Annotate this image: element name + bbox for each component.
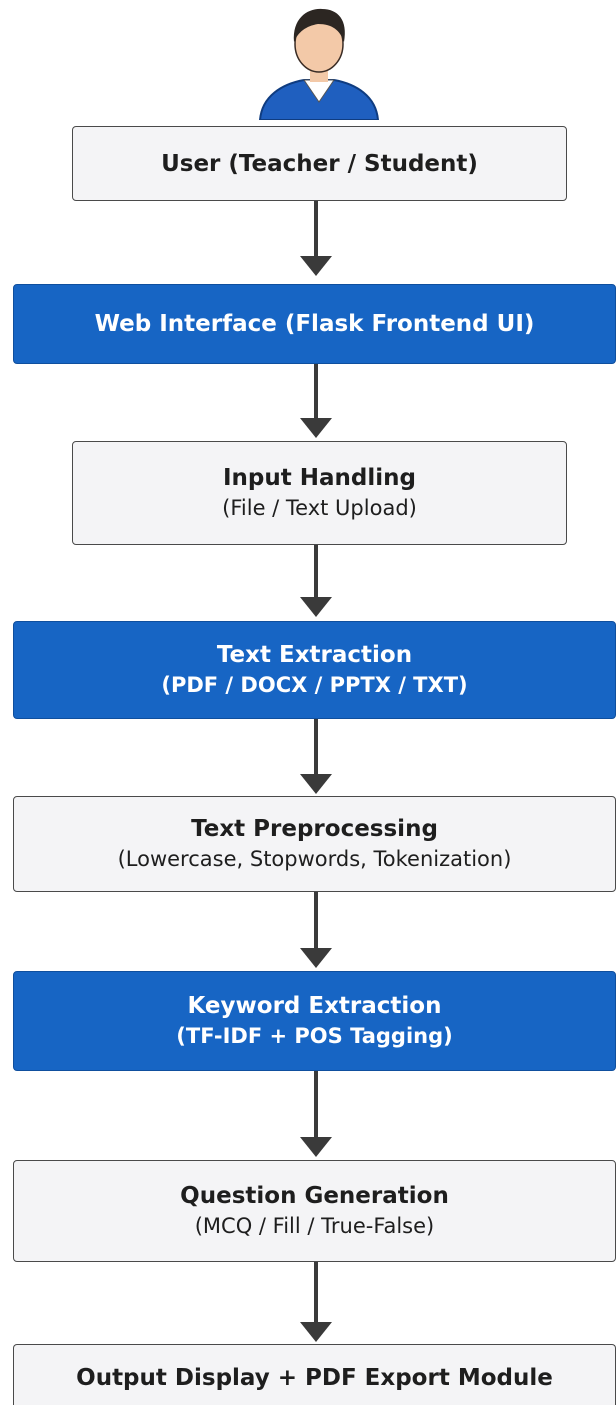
arrow-down-icon: [300, 545, 332, 617]
node-user: User (Teacher / Student): [72, 126, 567, 201]
node-title: User (Teacher / Student): [161, 150, 478, 177]
node-output-display: Output Display + PDF Export Module: [13, 1344, 616, 1405]
arrow-down-icon: [300, 1071, 332, 1157]
node-title: Text Preprocessing: [191, 816, 438, 842]
node-input-handling: Input Handling (File / Text Upload): [72, 441, 567, 545]
arrow-down-icon: [300, 1262, 332, 1342]
node-title: Question Generation: [180, 1183, 449, 1209]
node-title: Keyword Extraction: [187, 993, 442, 1019]
node-title: Input Handling: [223, 465, 416, 491]
node-subtitle: (File / Text Upload): [222, 496, 417, 520]
node-question-generation: Question Generation (MCQ / Fill / True-F…: [13, 1160, 616, 1262]
node-title: Output Display + PDF Export Module: [76, 1365, 553, 1391]
arrow-down-icon: [300, 364, 332, 438]
node-text-preprocessing: Text Preprocessing (Lowercase, Stopwords…: [13, 796, 616, 892]
node-web-interface: Web Interface (Flask Frontend UI): [13, 284, 616, 364]
node-text-extraction: Text Extraction (PDF / DOCX / PPTX / TXT…: [13, 621, 616, 719]
node-subtitle: (MCQ / Fill / True-False): [194, 1214, 435, 1238]
node-subtitle: (Lowercase, Stopwords, Tokenization): [117, 847, 512, 871]
arrow-down-icon: [300, 719, 332, 794]
arrow-down-icon: [300, 892, 332, 968]
node-subtitle: (PDF / DOCX / PPTX / TXT): [161, 673, 468, 697]
node-title: Text Extraction: [216, 642, 413, 668]
node-keyword-extraction: Keyword Extraction (TF-IDF + POS Tagging…: [13, 971, 616, 1071]
node-subtitle: (TF-IDF + POS Tagging): [176, 1024, 453, 1048]
node-title: Web Interface (Flask Frontend UI): [94, 311, 535, 337]
user-avatar-icon: [258, 8, 380, 120]
arrow-down-icon: [300, 201, 332, 276]
